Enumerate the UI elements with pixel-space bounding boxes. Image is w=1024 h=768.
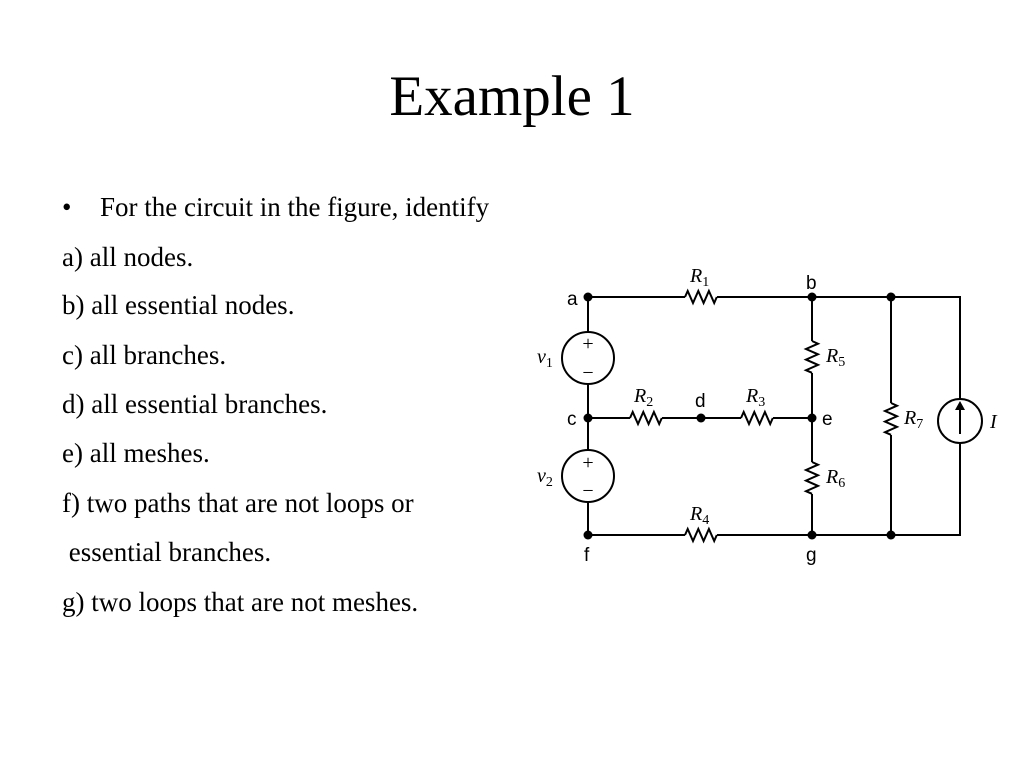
- v1-plus-sign: +: [582, 333, 593, 355]
- node-dot-top-right: [886, 292, 896, 302]
- node-dot-f: [583, 530, 593, 540]
- node-dot-bottom-right: [886, 530, 896, 540]
- current-arrowhead-icon: [955, 401, 965, 410]
- resistor-r6: [803, 461, 821, 495]
- resistor-r3: [740, 409, 774, 427]
- v2-plus-sign: +: [582, 452, 593, 474]
- node-label-c: c: [567, 409, 577, 430]
- bullet-text: For the circuit in the figure, identify: [100, 192, 490, 222]
- resistor-r1: [684, 288, 718, 306]
- current-source-i: [937, 398, 983, 444]
- node-dot-d: [696, 413, 706, 423]
- node-dot-c: [583, 413, 593, 423]
- question-item-e: e) all meshes.: [62, 438, 210, 468]
- question-item-a: a) all nodes.: [62, 242, 194, 272]
- node-dot-g: [807, 530, 817, 540]
- question-item-f: f) two paths that are not loops or: [62, 488, 414, 518]
- slide-title: Example 1: [389, 65, 635, 128]
- resistor-r5: [803, 340, 821, 374]
- wire-bottom: [588, 443, 961, 536]
- label-r4: R4: [689, 503, 709, 528]
- resistor-r4: [684, 526, 718, 544]
- label-r1: R1: [689, 265, 709, 290]
- label-v2: v2: [537, 465, 553, 490]
- node-label-d: d: [695, 391, 706, 412]
- label-r2: R2: [633, 385, 653, 410]
- voltage-source-v2: [561, 449, 615, 503]
- label-current-i: I: [989, 411, 998, 433]
- v2-minus-sign: −: [582, 480, 593, 502]
- node-label-f: f: [584, 545, 590, 566]
- node-dot-e: [807, 413, 817, 423]
- resistor-r2: [629, 409, 663, 427]
- node-label-g: g: [806, 545, 817, 566]
- voltage-source-v1: [561, 331, 615, 385]
- label-r6: R6: [825, 466, 845, 491]
- bullet-point: •: [62, 192, 72, 222]
- label-r7: R7: [903, 407, 923, 432]
- label-v1: v1: [537, 346, 553, 371]
- node-label-e: e: [822, 409, 833, 430]
- question-item-b: b) all essential nodes.: [62, 290, 295, 320]
- label-r5: R5: [825, 345, 845, 370]
- question-item-d: d) all essential branches.: [62, 389, 328, 419]
- node-dot-a: [583, 292, 593, 302]
- wire-top: [588, 296, 961, 400]
- node-label-b: b: [806, 273, 817, 294]
- node-label-a: a: [567, 289, 578, 310]
- label-r3: R3: [745, 385, 765, 410]
- question-item-g: g) two loops that are not meshes.: [62, 587, 419, 617]
- v1-minus-sign: −: [582, 362, 593, 384]
- question-item-c: c) all branches.: [62, 340, 227, 370]
- question-item-f-continued: essential branches.: [62, 537, 272, 567]
- node-dot-b: [807, 292, 817, 302]
- resistor-r7: [882, 402, 900, 436]
